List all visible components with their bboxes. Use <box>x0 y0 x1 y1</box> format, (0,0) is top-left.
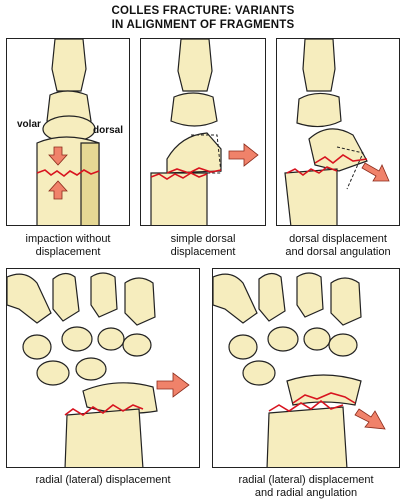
fracture-line <box>286 166 338 176</box>
caption-panel-5: radial (lateral) displacement and radial… <box>212 474 400 500</box>
panel-impaction-drawing <box>36 39 100 225</box>
caption-2-line-2: displacement <box>170 246 236 258</box>
arrow-down-right <box>361 162 390 182</box>
fracture-line <box>150 172 208 180</box>
title-line-2: IN ALIGNMENT OF FRAGMENTS <box>111 19 295 31</box>
caption-panel-2: simple dorsal displacement <box>140 233 266 259</box>
caption-2-line-1: simple dorsal <box>170 233 236 245</box>
panel-impaction: volar dorsal <box>6 38 130 226</box>
panel-radial-displacement-drawing <box>7 272 190 467</box>
caption-1-line-2: displacement <box>35 246 101 258</box>
figure-title: COLLES FRACTURE: VARIANTS IN ALIGNMENT O… <box>0 4 406 32</box>
caption-1-line-1: impaction without <box>25 233 111 245</box>
caption-5-line-2: and radial angulation <box>254 487 358 499</box>
arrow-right <box>228 143 259 167</box>
arrow-up <box>48 180 68 200</box>
caption-5-line-1: radial (lateral) displacement <box>238 474 374 486</box>
arrow-down <box>48 146 68 166</box>
fracture-line <box>268 399 344 412</box>
panel-simple-dorsal-drawing <box>150 39 259 225</box>
label-dorsal: dorsal <box>93 125 124 136</box>
caption-panel-1: impaction without displacement <box>6 233 130 259</box>
arrow-down-right <box>354 408 386 430</box>
panel-radial-angulation-drawing <box>213 272 386 467</box>
label-volar: volar <box>17 119 41 130</box>
panel-simple-dorsal <box>140 38 266 226</box>
caption-4-line-1: radial (lateral) displacement <box>35 474 171 486</box>
title-line-1: COLLES FRACTURE: VARIANTS <box>111 5 295 17</box>
caption-3-line-1: dorsal displacement <box>289 233 387 245</box>
panel-dorsal-angulation-drawing <box>284 39 390 225</box>
caption-panel-3: dorsal displacement and dorsal angulatio… <box>276 233 400 259</box>
panel-dorsal-angulation <box>276 38 400 226</box>
arrow-right <box>156 372 190 398</box>
panel-radial-angulation <box>212 268 400 468</box>
panel-radial-displacement <box>6 268 200 468</box>
fracture-line <box>64 404 144 416</box>
caption-3-line-2: and dorsal angulation <box>285 246 391 258</box>
caption-panel-4: radial (lateral) displacement <box>6 474 200 487</box>
fracture-line <box>36 169 100 178</box>
